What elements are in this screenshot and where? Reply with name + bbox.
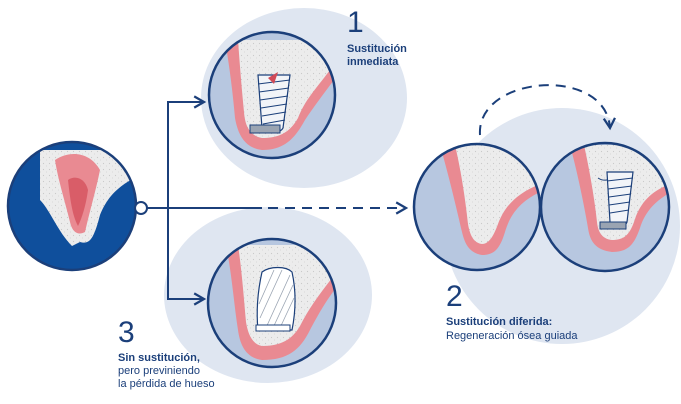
option1-title-line2: inmediata: [347, 56, 398, 68]
option3-number: 3: [118, 318, 135, 348]
option1-title-line1: Sustitución: [347, 43, 407, 55]
option1-number: 1: [347, 8, 364, 38]
option2-number: 2: [446, 282, 463, 312]
option2-subtitle: Regeneración ósea guiada: [446, 330, 578, 342]
option3-subtitle-line2: la pérdida de hueso: [118, 378, 215, 390]
option3-subtitle-line1: pero previniendo: [118, 365, 200, 377]
option3-title: Sin sustitución,: [118, 352, 200, 364]
branch-to-option1: [168, 102, 204, 208]
tooth-extraction-icon: [0, 140, 150, 280]
option2-title: Sustitución diferida:: [446, 316, 552, 328]
branch-node: [135, 202, 147, 214]
